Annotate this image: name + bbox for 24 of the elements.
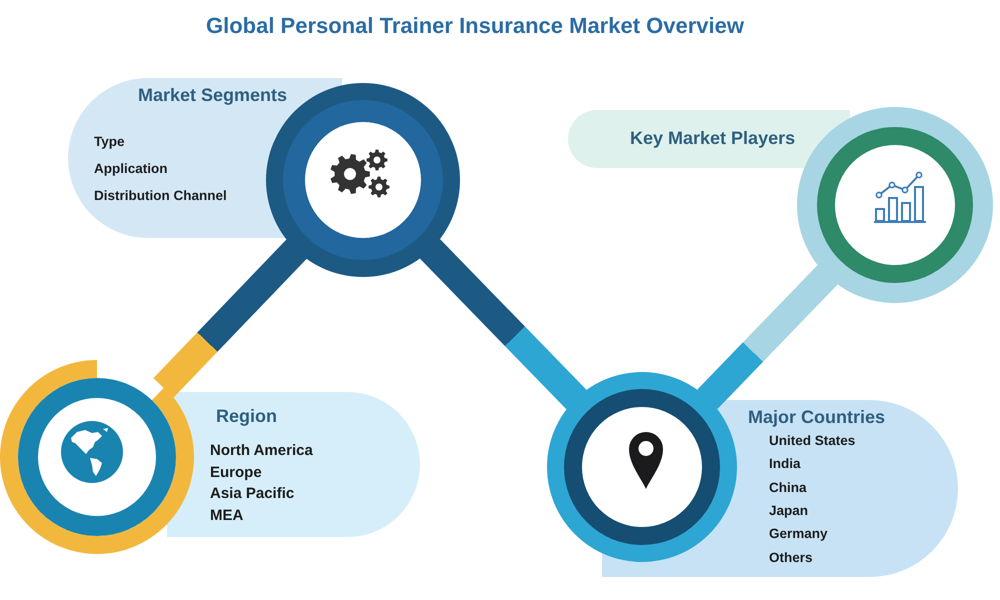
- list-item: Germany: [769, 526, 828, 542]
- list-item: China: [769, 480, 807, 496]
- list-item: India: [769, 456, 801, 472]
- panel-heading: Major Countries: [748, 407, 886, 429]
- list-item: MEA: [210, 506, 244, 525]
- panel-heading: Region: [216, 406, 277, 428]
- list-item: North America: [210, 442, 313, 460]
- list-item: Type: [94, 134, 125, 150]
- connector-band: [420, 239, 587, 410]
- list-item: Japan: [769, 502, 808, 520]
- list-item: Asia Pacific: [210, 485, 294, 504]
- list-item: Application: [94, 161, 168, 178]
- ring-circle: [547, 372, 737, 562]
- panel-heading: Key Market Players: [630, 128, 796, 150]
- ring-circle: [0, 360, 194, 554]
- ring-circle: [797, 107, 993, 303]
- connector-band: [153, 240, 307, 398]
- panel-heading: Market Segments: [138, 85, 288, 107]
- list-item: Others: [769, 550, 813, 566]
- list-item: Europe: [210, 464, 262, 482]
- list-item: United States: [769, 433, 856, 450]
- diagram-title: Global Personal Trainer Insurance Market Overview: [206, 13, 744, 40]
- connector-band: [697, 265, 838, 410]
- list-item: Distribution Channel: [94, 188, 227, 204]
